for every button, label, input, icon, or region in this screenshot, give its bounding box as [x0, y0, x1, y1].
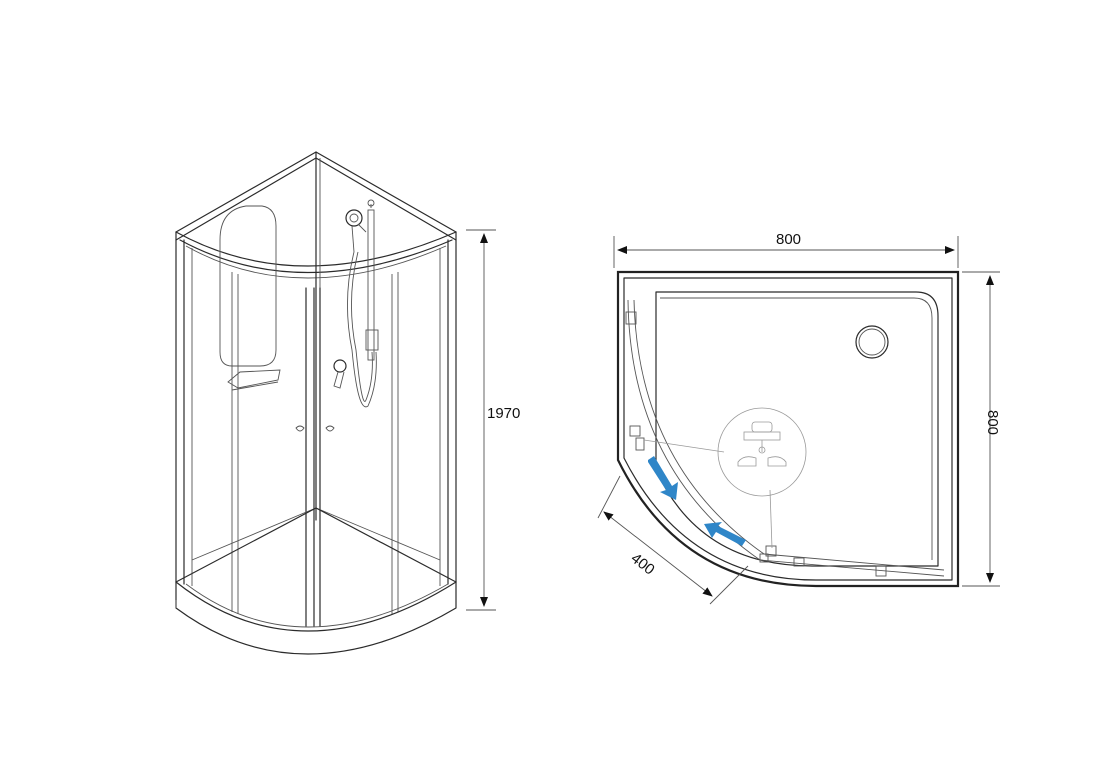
- width-dimension: 800: [613, 231, 959, 268]
- blue-arrow-icon: [648, 456, 746, 546]
- width-label: 800: [776, 231, 801, 248]
- depth-label: 800: [984, 410, 1001, 435]
- height-dimension: 1970: [466, 229, 520, 611]
- depth-dimension: 800: [962, 271, 1001, 587]
- height-label: 1970: [487, 405, 520, 422]
- drain-icon: [855, 325, 889, 359]
- perspective-view: [175, 151, 457, 655]
- roller-fitting-icon: [625, 311, 887, 577]
- roller-detail-icon: [717, 407, 807, 497]
- plan-view: [616, 270, 960, 588]
- door-label: 400: [628, 550, 658, 579]
